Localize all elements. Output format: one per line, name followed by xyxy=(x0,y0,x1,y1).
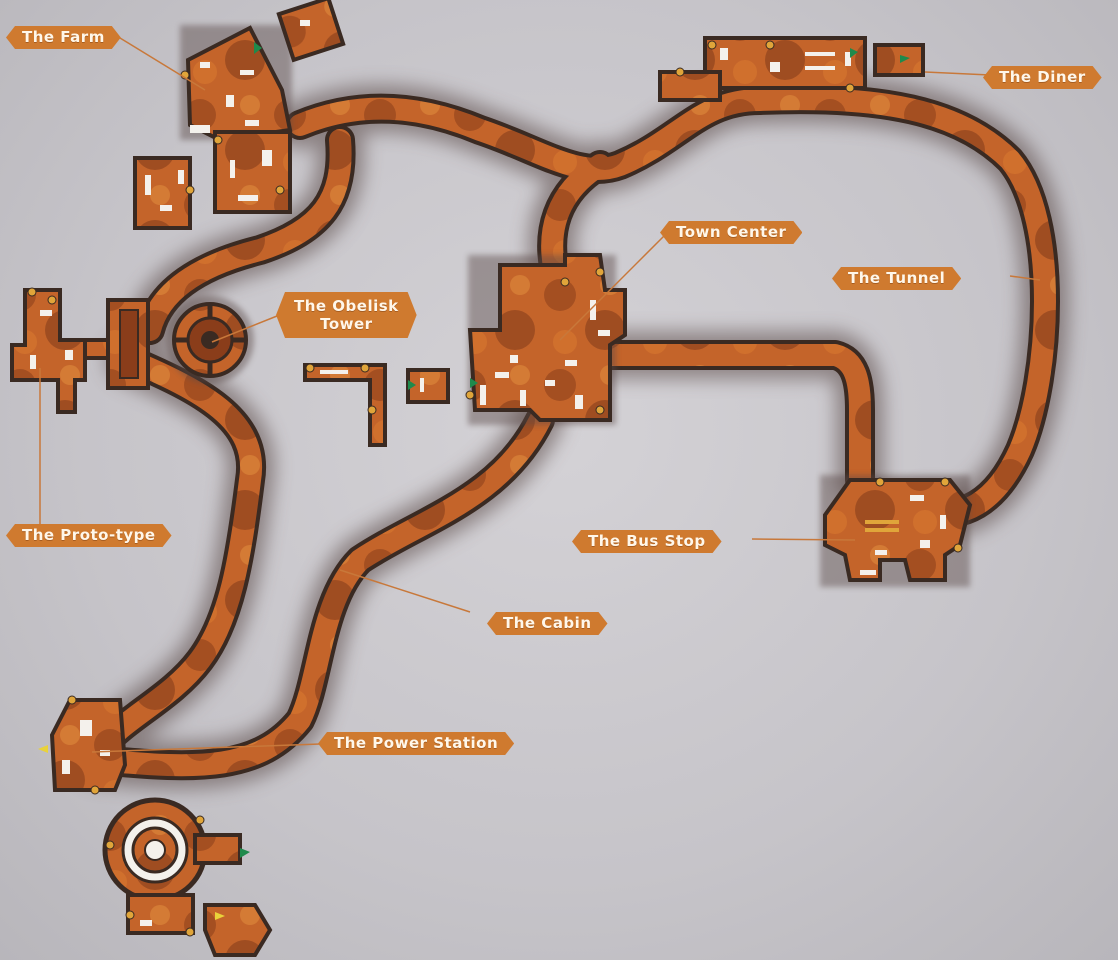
entry-markers xyxy=(240,42,910,858)
road-farm-to-diner xyxy=(289,88,1056,524)
label-the-obelisk-tower[interactable]: The Obelisk Tower xyxy=(276,292,417,338)
road-farm-to-obelisk xyxy=(139,129,352,341)
bus-stop-area xyxy=(820,475,973,587)
label-the-diner[interactable]: The Diner xyxy=(983,66,1102,89)
label-town-center[interactable]: Town Center xyxy=(660,221,802,244)
leader-lines xyxy=(39,37,1041,753)
label-the-proto-type[interactable]: The Proto-type xyxy=(6,524,172,547)
road-obelisk-to-power-station xyxy=(89,349,263,761)
road-cabin xyxy=(89,409,551,777)
road-town-to-bus-stop xyxy=(589,344,871,491)
label-the-farm[interactable]: The Farm xyxy=(6,26,121,49)
label-obelisk-line1: The Obelisk xyxy=(294,297,399,315)
farm-area xyxy=(133,0,346,230)
diner-area xyxy=(658,36,925,102)
town-center-area xyxy=(467,253,627,425)
label-the-tunnel[interactable]: The Tunnel xyxy=(832,267,961,290)
label-the-power-station[interactable]: The Power Station xyxy=(318,732,514,755)
label-the-bus-stop[interactable]: The Bus Stop xyxy=(572,530,722,553)
door-markers xyxy=(27,40,963,937)
exit-markers xyxy=(38,745,225,920)
prototype-area xyxy=(10,288,150,414)
cabin-area xyxy=(303,363,450,447)
label-obelisk-line2: Tower xyxy=(320,315,373,333)
label-the-cabin[interactable]: The Cabin xyxy=(487,612,608,635)
road-fill-layer xyxy=(89,88,1056,777)
obelisk-tower-area xyxy=(166,296,254,384)
